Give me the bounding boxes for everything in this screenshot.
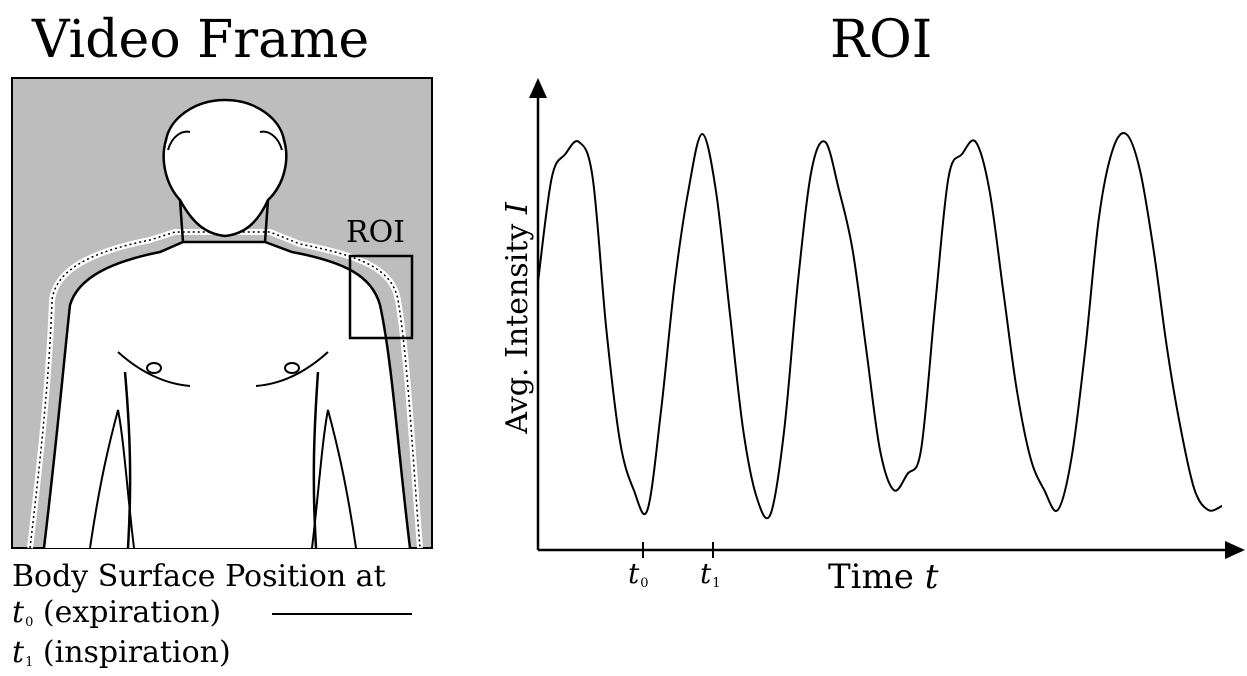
video-frame-panel (11, 77, 433, 549)
roi-plot-title: ROI (830, 10, 933, 70)
tick-label-t0: t0 (628, 557, 649, 591)
hair-line (167, 130, 283, 151)
left-nipple (146, 362, 162, 374)
right-pectoral (255, 351, 329, 387)
head (162, 98, 288, 238)
inspiration-outline (29, 231, 421, 549)
neck (178, 199, 270, 243)
tick-label-t1: t1 (700, 557, 721, 591)
expiration-outline (42, 240, 412, 549)
left-arm-inner (123, 371, 132, 549)
left-side-gap (89, 409, 135, 549)
video-frame-title: Video Frame (32, 10, 370, 70)
roi-box (348, 254, 414, 340)
left-pectoral (117, 351, 191, 387)
legend-expiration: t0 (expiration) (12, 595, 222, 630)
right-side-gap (311, 409, 357, 549)
right-nipple (284, 362, 300, 374)
x-axis-arrow (1225, 541, 1245, 559)
y-axis-label: Avg. Intensity I (500, 201, 535, 435)
caption: Body Surface Position at (12, 559, 386, 594)
plot-axes (529, 78, 1245, 559)
x-axis-label: Time t (828, 557, 939, 597)
y-axis-arrow (529, 78, 547, 98)
torso-fill (44, 242, 410, 548)
intensity-series-line (537, 132, 1223, 520)
roi-box-label: ROI (346, 215, 406, 250)
legend-inspiration: t1 (inspiration) (12, 635, 231, 670)
